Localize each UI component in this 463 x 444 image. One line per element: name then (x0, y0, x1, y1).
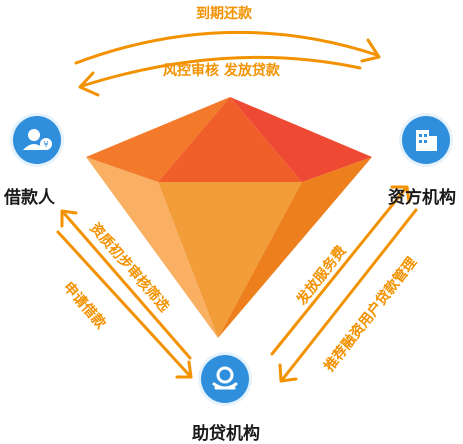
arrow-left-outer-head (175, 360, 193, 379)
arrow-top-inner-head (78, 71, 100, 97)
flow-label-top-outer: 到期还款 (196, 6, 252, 22)
arrow-right-outer-head (278, 363, 298, 383)
agency-label: 助贷机构 (192, 424, 260, 444)
arrow-top-inner (80, 55, 362, 88)
arrow-left-outer (56, 230, 192, 378)
arrow-top-outer-head (360, 38, 381, 63)
flow-label-top-inner: 风控审核 发放贷款 (163, 63, 280, 79)
building-icon (416, 130, 437, 151)
hand-money-icon (212, 366, 238, 390)
arrow-right-inner (270, 186, 408, 356)
funder-node[interactable] (402, 116, 450, 164)
person-yuan-icon: ¥ (23, 129, 52, 150)
arrow-right-outer (280, 208, 418, 382)
borrower-node[interactable]: ¥ (13, 116, 61, 164)
borrower-label: 借款人 (4, 188, 55, 208)
arrow-left-inner (61, 210, 192, 360)
arrow-left-inner-head (60, 209, 78, 228)
arrow-top-outer (74, 30, 379, 65)
svg-text:¥: ¥ (43, 140, 48, 149)
arrow-right-inner-head (390, 185, 411, 204)
funder-label: 资方机构 (388, 188, 456, 208)
diamond (86, 97, 372, 338)
agency-node[interactable] (201, 355, 249, 403)
